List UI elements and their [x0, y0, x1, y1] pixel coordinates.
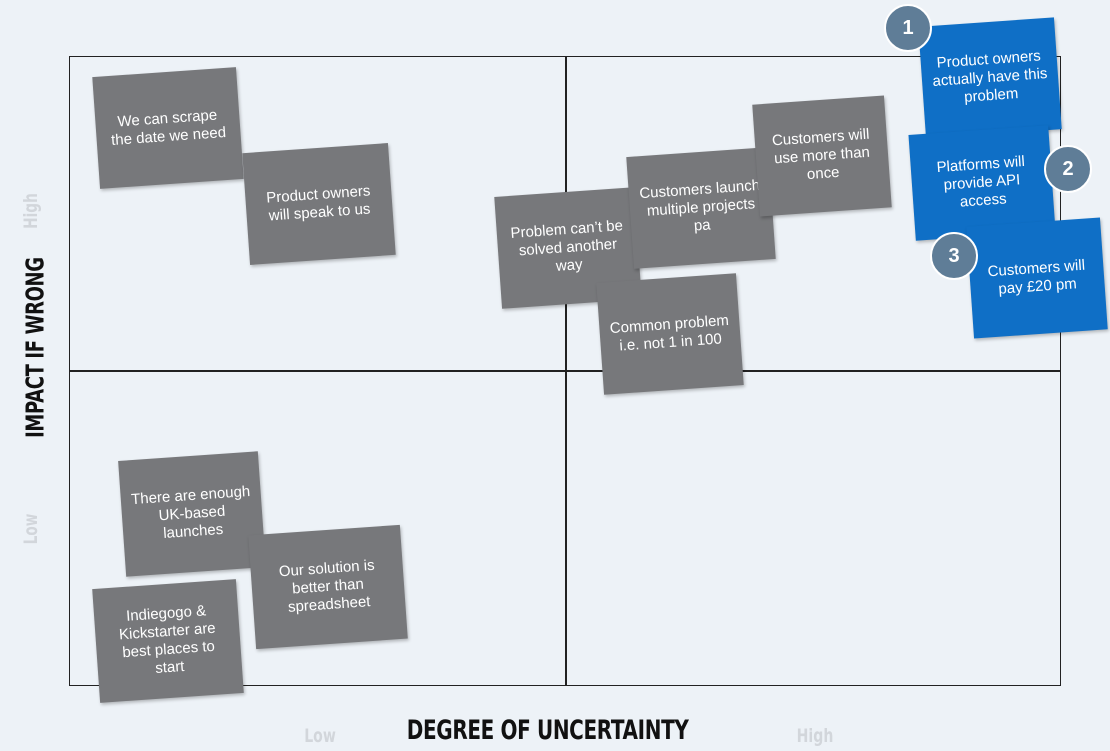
y-axis-title: IMPACT IF WRONG	[20, 257, 50, 438]
badge-3: 3	[930, 232, 978, 280]
badge-1: 1	[884, 4, 932, 52]
note-pay-20[interactable]: Customers will pay £20 pm	[966, 217, 1108, 339]
x-axis-low-label: Low	[304, 725, 336, 747]
note-use-more-than-once[interactable]: Customers will use more than once	[752, 95, 892, 217]
horizontal-divider	[69, 370, 1061, 372]
x-axis-high-label: High	[796, 725, 834, 747]
note-better-than-spreadsheet[interactable]: Our solution is better than spreadsheet	[248, 524, 408, 650]
note-uk-launches[interactable]: There are enough UK-based launches	[118, 451, 266, 577]
x-axis-title: DEGREE OF UNCERTAINTY	[406, 715, 689, 746]
y-axis-high-label: High	[20, 193, 42, 229]
note-indiegogo-kickstarter[interactable]: Indiegogo & Kickstarter are best places …	[92, 579, 244, 703]
y-axis-low-label: Low	[20, 513, 42, 545]
note-scrape-data[interactable]: We can scrape the date we need	[92, 67, 244, 189]
note-launch-multiple[interactable]: Customers launch multiple projects pa	[626, 147, 776, 269]
note-product-owners-have-problem[interactable]: Product owners actually have this proble…	[918, 17, 1062, 139]
note-common-problem[interactable]: Common problem i.e. not 1 in 100	[596, 273, 744, 395]
badge-2: 2	[1044, 145, 1092, 193]
note-product-owners-speak[interactable]: Product owners will speak to us	[242, 143, 396, 265]
